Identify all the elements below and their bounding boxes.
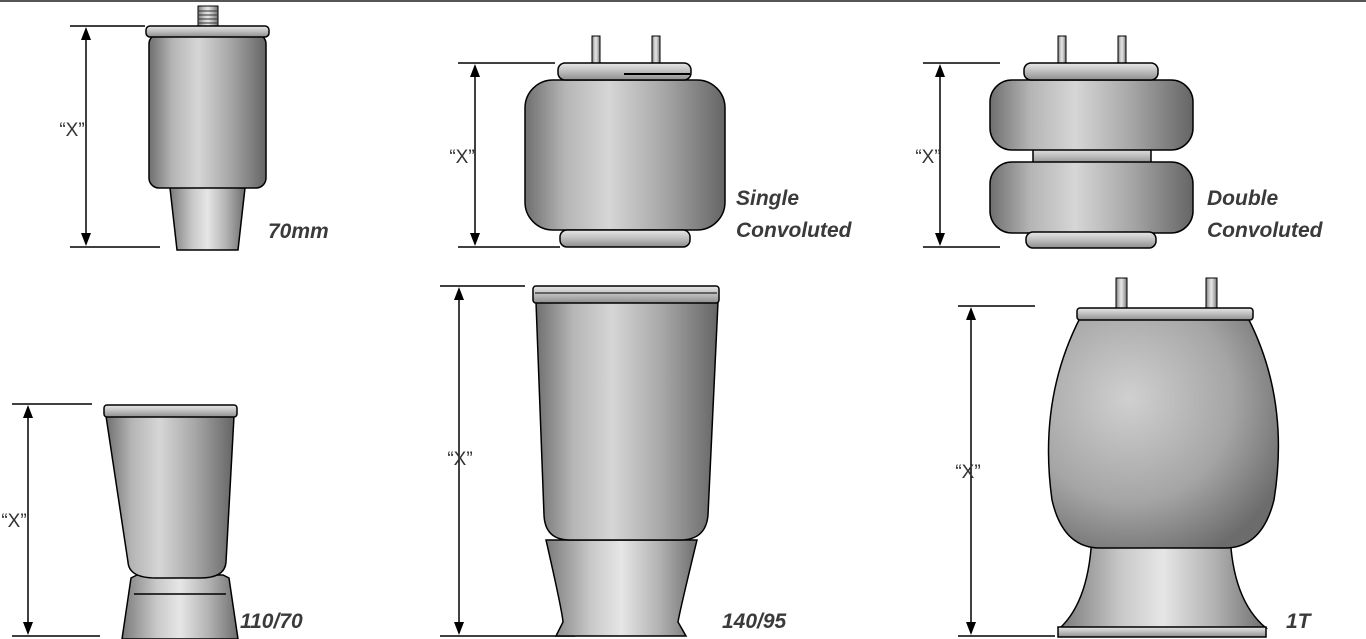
spring-label-140-95: 140/95 (722, 610, 787, 633)
dimension-label: “X” (59, 120, 84, 141)
spring-label-double-line1: Double (1207, 187, 1278, 210)
top-plate-icon (1023, 62, 1159, 81)
top-plate-icon (532, 285, 720, 304)
sleeve-body-icon (105, 415, 235, 579)
stud-icon (591, 35, 601, 65)
dimension-label: “X” (449, 147, 474, 168)
spring-140-95: “X” 140/95 (440, 285, 787, 637)
top-plate-icon (145, 25, 270, 38)
dimension-line-70mm (70, 25, 160, 248)
spring-label-1t: 1T (1286, 610, 1313, 633)
spring-label-double-line2: Convoluted (1207, 219, 1324, 242)
stud-icon (1117, 35, 1127, 65)
dimension-label: “X” (915, 147, 940, 168)
spring-1t: “X” 1T (955, 277, 1313, 638)
dimension-label: “X” (955, 462, 980, 483)
stud-icon (1205, 277, 1218, 309)
piston-icon (121, 574, 239, 639)
spring-single-convoluted: “X” Single Convoluted (449, 35, 853, 248)
spring-label-110-70: 110/70 (240, 610, 303, 633)
top-plate-icon (1076, 307, 1254, 321)
upper-convolution-icon (989, 79, 1194, 151)
stud-icon (197, 5, 219, 29)
spring-70mm: “X” 70mm (59, 5, 329, 251)
bottom-plate-icon (1057, 626, 1267, 638)
spring-110-70: “X” 110/70 (1, 403, 303, 639)
stud-icon (651, 35, 661, 65)
spring-label-single-line2: Convoluted (736, 219, 853, 242)
stud-icon (1057, 35, 1067, 65)
dimension-label: “X” (447, 449, 472, 470)
sleeve-body-icon (148, 33, 267, 189)
bell-body-icon (1047, 317, 1280, 549)
spring-label-single-line1: Single (736, 187, 799, 210)
top-plate-icon (103, 404, 238, 418)
piston-icon (545, 539, 698, 637)
stud-icon (1115, 277, 1128, 309)
spring-label-70mm: 70mm (268, 220, 329, 243)
bottom-plate-icon (1025, 231, 1157, 249)
sleeve-body-icon (535, 301, 719, 541)
lower-convolution-icon (989, 161, 1194, 234)
bottom-plate-icon (559, 229, 691, 248)
piston-icon (169, 185, 246, 251)
spring-double-convoluted: “X” Double Convoluted (915, 35, 1324, 249)
bellow-convolution-icon (524, 79, 726, 231)
dimension-label: “X” (1, 511, 26, 532)
top-plate-icon (557, 62, 692, 81)
